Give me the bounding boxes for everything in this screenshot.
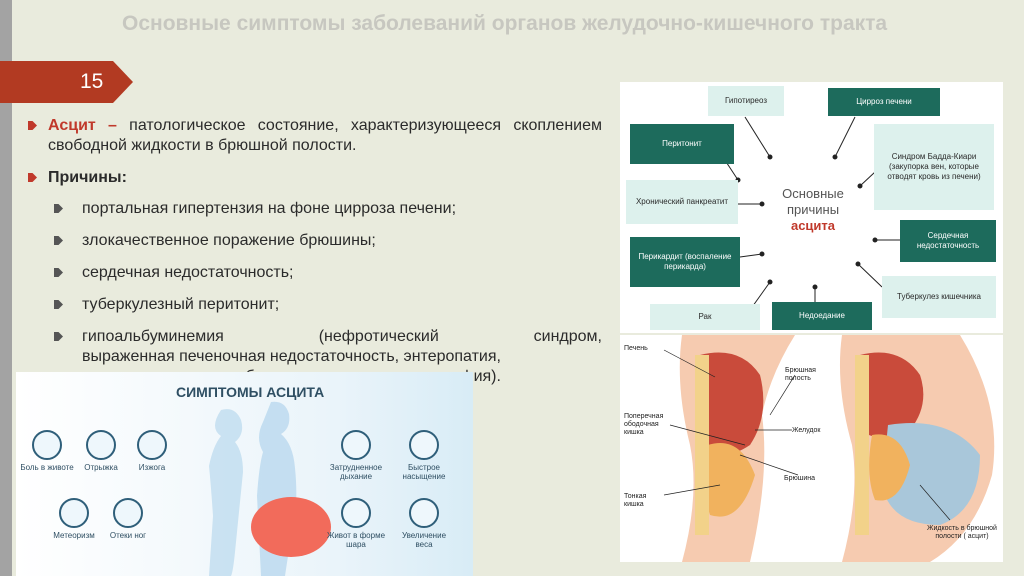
cause-box-heart-failure: Сердечная недостаточность — [900, 220, 996, 262]
symptom-label: Увеличение веса — [401, 531, 447, 549]
symptom-item: Боль в животе — [17, 430, 77, 472]
symptom-item: Увеличение веса — [394, 498, 454, 549]
hypo-word: синдром, — [533, 328, 602, 345]
hypo-word: (нефротический — [318, 328, 439, 345]
sub-bullet-icon — [54, 268, 63, 277]
symptoms-infographic: СИМПТОМЫ АСЦИТА Боль в животе Отрыжка Из… — [16, 372, 473, 576]
slide-number: 15 — [80, 70, 104, 93]
ascites-definition: патологическое состояние, характеризующе… — [48, 117, 603, 154]
hypo-line-1: гипоальбуминемия (нефротический синдром, — [82, 327, 602, 347]
breathing-icon — [341, 430, 371, 460]
symptom-item: Быстрое насыщение — [394, 430, 454, 481]
cause-text: злокачественное поражение брюшины; — [82, 232, 376, 249]
abdomen-drawing — [663, 335, 995, 562]
slide-number-badge: 15 — [0, 61, 133, 103]
anatomy-label-colon: Поперечная ободочная кишка — [624, 413, 664, 436]
symptom-label: Метеоризм — [53, 531, 95, 540]
anatomy-illustration: Печень Брюшная полость Поперечная ободоч… — [620, 335, 1003, 562]
sub-bullet-icon — [54, 300, 63, 309]
cause-item: портальная гипертензия на фоне цирроза п… — [54, 199, 602, 219]
anatomy-label-abdominal-cavity: Брюшная полость — [785, 367, 816, 382]
cause-box-cirrhosis: Цирроз печени — [828, 88, 940, 116]
bullet-list: Асцит – патологическое состояние, характ… — [28, 116, 602, 387]
bullet-ascites: Асцит – патологическое состояние, характ… — [28, 116, 602, 156]
hypo-word: гипоальбуминемия — [82, 328, 224, 345]
sub-bullet-icon — [54, 204, 63, 213]
anatomy-label-peritoneum: Брюшина — [784, 475, 816, 482]
cause-box-budd-chiari: Синдром Бадда-Киари (закупорка вен, кото… — [874, 124, 994, 210]
silhouettes-illustration — [209, 401, 331, 576]
cause-box-pancreatitis: Хронический панкреатит — [626, 180, 738, 224]
cause-box-malnutrition: Недоедание — [772, 302, 872, 330]
symptom-item: Затрудненное дыхание — [326, 430, 386, 481]
ascites-term: Асцит – — [48, 117, 117, 134]
center-line: причины — [786, 202, 840, 217]
bullet-marker-icon — [28, 121, 37, 130]
bullet-marker-icon — [28, 173, 37, 182]
connector-lines — [714, 116, 900, 311]
left-accent-bar — [0, 0, 12, 576]
center-line-red: асцита — [790, 218, 836, 233]
sub-bullet-icon — [54, 332, 63, 341]
hypo-line-2: выраженная печеночная недостаточность, э… — [82, 348, 501, 365]
symptom-item: Отеки ног — [98, 498, 158, 540]
cause-box-intestinal-tb: Туберкулез кишечника — [882, 276, 996, 318]
symptom-item: Изжога — [122, 430, 182, 472]
causes-diagram: Гипотиреоз Цирроз печени Перитонит Синдр… — [620, 82, 1003, 333]
symptom-label: Отрыжка — [84, 463, 118, 472]
symptoms-background — [16, 372, 473, 576]
symptom-item: Живот в форме шара — [326, 498, 386, 549]
anatomy-label-small-intestine: Тонкая кишка — [624, 493, 647, 508]
burp-icon — [86, 430, 116, 460]
cause-text: туберкулезный перитонит; — [82, 296, 280, 313]
swollen-legs-icon — [113, 498, 143, 528]
cause-box-peritonitis: Перитонит — [630, 124, 734, 164]
scale-icon — [409, 498, 439, 528]
cause-item: злокачественное поражение брюшины; — [54, 231, 602, 251]
symptom-label: Быстрое насыщение — [402, 463, 446, 481]
cause-text: портальная гипертензия на фоне цирроза п… — [82, 200, 457, 217]
causes-heading: Причины: — [48, 169, 127, 186]
badge-arrow-shape — [0, 61, 133, 103]
cause-item: сердечная недостаточность; — [54, 263, 602, 283]
anatomy-label-stomach: Желудок — [792, 427, 821, 434]
symptom-label: Отеки ног — [109, 531, 147, 540]
symptom-label: Боль в животе — [20, 463, 74, 472]
round-belly-icon — [341, 498, 371, 528]
pain-icon — [32, 430, 62, 460]
sub-bullet-icon — [54, 236, 63, 245]
symptom-item: Отрыжка — [71, 430, 131, 472]
bloating-icon — [59, 498, 89, 528]
cause-box-cancer: Рак — [650, 304, 760, 330]
slide-title: Основные симптомы заболеваний органов же… — [122, 12, 888, 35]
cause-box-hypothyroidism: Гипотиреоз — [708, 86, 784, 116]
anatomy-label-ascites-fluid: Жидкость в брюшной полости ( асцит) — [927, 525, 997, 540]
symptoms-title: СИМПТОМЫ АСЦИТА — [176, 384, 325, 400]
center-line: Основные — [782, 186, 844, 201]
symptom-label: Живот в форме шара — [326, 531, 386, 549]
symptom-item: Метеоризм — [44, 498, 104, 540]
heartburn-icon — [137, 430, 167, 460]
anatomy-label-liver: Печень — [624, 345, 648, 352]
cause-text: сердечная недостаточность; — [82, 264, 294, 281]
symptom-label: Затрудненное дыхание — [329, 463, 383, 481]
symptom-label: Изжога — [138, 463, 166, 472]
cause-item: туберкулезный перитонит; — [54, 295, 602, 315]
causes-center-title: Основные причины асцита — [765, 186, 861, 234]
bullet-causes: Причины: — [28, 168, 602, 188]
cause-box-pericarditis: Перикардит (воспаление перикарда) — [630, 237, 740, 287]
satiety-icon — [409, 430, 439, 460]
